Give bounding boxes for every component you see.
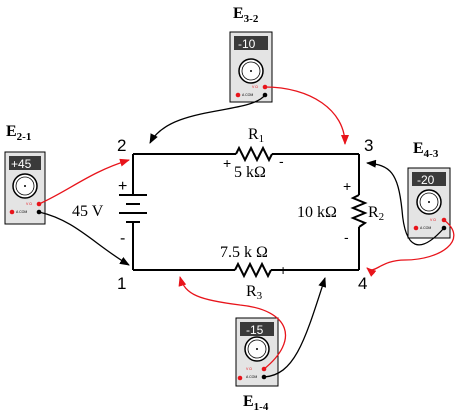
lead-e14-red	[178, 276, 287, 370]
meter-e32-jack-com: A COM	[242, 93, 253, 97]
lead-e14-black	[263, 277, 327, 378]
meter-e14-jack-com: A COM	[246, 375, 257, 379]
r3-plus: +	[279, 262, 287, 278]
meter-e43-jack-v: V Ω	[430, 218, 436, 222]
voltmeter-e43-icon: -20 V Ω A COM	[407, 167, 451, 239]
r3-value: 7.5 k Ω	[220, 244, 268, 261]
node-label-2: 2	[117, 136, 126, 155]
lead-e32-red	[264, 86, 349, 145]
meter-e43-jack-com: A COM	[420, 226, 431, 230]
r2-minus: -	[344, 229, 349, 245]
battery-icon	[119, 194, 147, 223]
r3-name: R3	[246, 283, 263, 302]
meter-e32-reading: -10	[238, 37, 256, 51]
node-label-3: 3	[364, 136, 373, 155]
voltmeter-e32-icon: -10 V Ω A COM	[229, 31, 273, 103]
lead-e43-black	[366, 159, 445, 246]
meter-e14-reading: -15	[246, 323, 264, 337]
meter-e21-jack-com: A COM	[16, 210, 27, 214]
meter-e21-label: E2-1	[6, 123, 31, 143]
r2-resistor-icon	[350, 194, 368, 228]
meter-e43-reading: -20	[417, 173, 435, 187]
node-label-4: 4	[358, 274, 367, 293]
r3-resistor-icon	[234, 261, 272, 279]
lead-e43-red	[366, 219, 455, 277]
battery-voltage-label: 45 V	[72, 203, 104, 220]
r1-minus: -	[279, 153, 284, 169]
r1-name: R1	[248, 126, 264, 145]
r2-value: 10 kΩ	[297, 204, 337, 221]
r1-resistor-icon	[235, 145, 273, 163]
lead-e21-red	[38, 158, 130, 205]
lead-e21-black	[38, 211, 130, 266]
circuit-wires	[132, 145, 368, 279]
battery-minus: -	[120, 230, 125, 247]
meter-e32-label: E3-2	[233, 5, 259, 25]
voltmeter-e21-icon: +45 V Ω A COM	[4, 151, 46, 225]
meter-e21-jack-v: V Ω	[26, 202, 32, 206]
r2-name: R2	[368, 204, 384, 223]
node-label-1: 1	[117, 274, 126, 293]
meter-e32-jack-v: V Ω	[252, 85, 258, 89]
meter-e43-label: E4-3	[413, 140, 439, 160]
meter-e21-reading: +45	[11, 157, 32, 171]
voltmeter-e14-icon: -15 V Ω A COM	[235, 317, 279, 387]
lead-e32-black	[149, 94, 266, 144]
r3-minus: -	[214, 261, 219, 277]
r1-value: 5 kΩ	[234, 164, 266, 181]
r2-plus: +	[343, 178, 351, 194]
meter-e14-label: E1-4	[243, 393, 269, 413]
r1-plus: +	[223, 155, 231, 171]
meter-e14-jack-v: V Ω	[246, 367, 252, 371]
battery-plus: +	[118, 178, 127, 195]
